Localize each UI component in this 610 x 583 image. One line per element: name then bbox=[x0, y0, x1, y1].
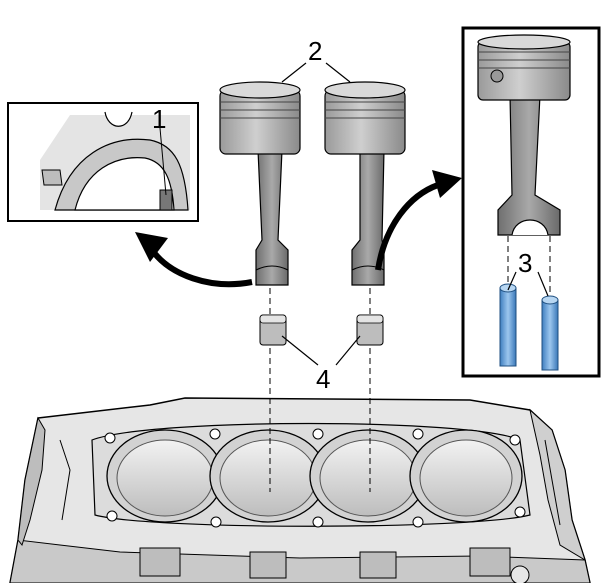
bearing-shell-left bbox=[259, 314, 287, 346]
head-bolt-holes bbox=[104, 428, 526, 528]
cylinder-bore-3 bbox=[309, 429, 427, 523]
piston-assembly-right bbox=[324, 81, 406, 286]
rod-guide-right bbox=[541, 295, 559, 371]
block-ribs bbox=[59, 439, 561, 583]
piston-assembly-left bbox=[219, 81, 301, 286]
detail-inset-rod-guides bbox=[461, 26, 601, 378]
piston-right bbox=[324, 89, 406, 155]
callout-2: 2 bbox=[308, 36, 322, 66]
arrow-to-detail-3 bbox=[375, 170, 462, 271]
inset-connecting-rod bbox=[497, 94, 561, 236]
engine-block-side-detail bbox=[17, 416, 46, 547]
detail-inset-bearing-tang bbox=[7, 102, 199, 222]
callout-1: 1 bbox=[152, 104, 166, 134]
connecting-rod-right bbox=[351, 149, 385, 286]
cylinder-bore-2 bbox=[209, 429, 327, 523]
cylinder-bore-1 bbox=[106, 429, 224, 523]
rod-guide-left bbox=[499, 283, 517, 367]
connecting-rod-left bbox=[255, 149, 289, 286]
cylinder-bore-4 bbox=[409, 429, 523, 523]
engine-block-right-side bbox=[529, 408, 586, 562]
piston-crown-left bbox=[219, 81, 301, 99]
inset-piston bbox=[477, 41, 571, 101]
callout-3: 3 bbox=[518, 248, 532, 278]
piston-left bbox=[219, 89, 301, 155]
engine-block bbox=[9, 397, 591, 583]
leader-lines bbox=[281, 62, 549, 366]
bearing-shell-right bbox=[356, 314, 384, 346]
callout-4: 4 bbox=[316, 364, 330, 394]
piston-crown-right bbox=[324, 81, 406, 99]
arrow-to-detail-1 bbox=[135, 232, 253, 288]
